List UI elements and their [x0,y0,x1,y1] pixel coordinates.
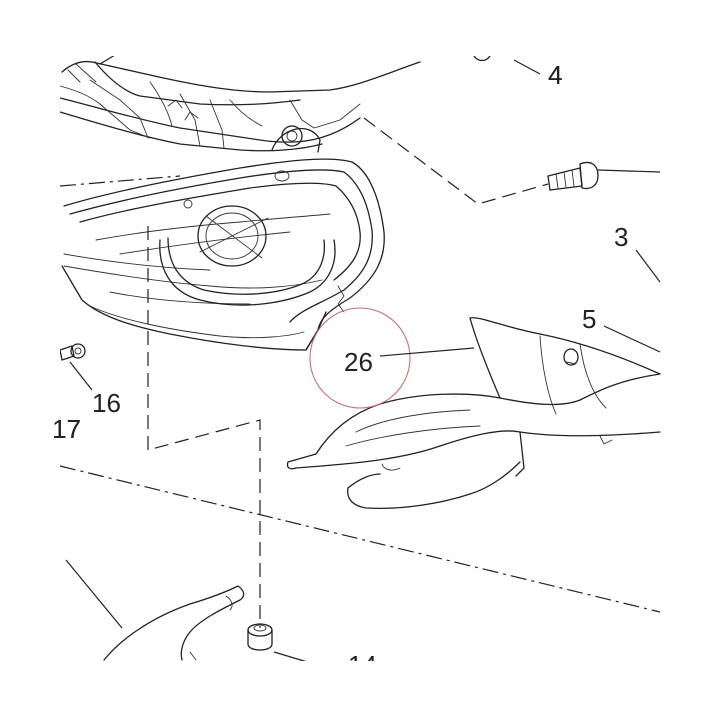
upper-bracket-assembly [59,51,421,153]
right-crop-mask [661,0,720,720]
nut-part-14 [247,623,273,651]
leader-4 [513,59,541,75]
leader-3 [635,249,661,283]
callout-26: 26 [344,347,373,377]
leader-trim [65,559,123,629]
callout-5: 5 [582,304,596,334]
leader-5 [603,325,661,353]
headlamp-assembly [61,158,385,351]
callout-4: 4 [548,60,562,90]
screw-part [547,161,661,191]
leader-16 [69,361,93,391]
callout-16: 16 [92,388,121,418]
bottom-crop-mask [0,661,720,720]
top-crop-mask [0,0,720,56]
bolt-part-4 [473,55,491,62]
callout-3: 3 [614,222,628,252]
duct-bracket-part-26 [286,317,661,510]
leader-26 [379,347,475,357]
left-crop-mask [0,0,60,720]
highlight-circle [309,307,411,409]
lower-trim-part [103,585,245,661]
callout-17-visible: 17 [52,414,81,444]
callout-4-visible: 4 [548,60,562,90]
bolt-part-16 [59,343,86,361]
assembly-dashed-lines [59,117,661,628]
